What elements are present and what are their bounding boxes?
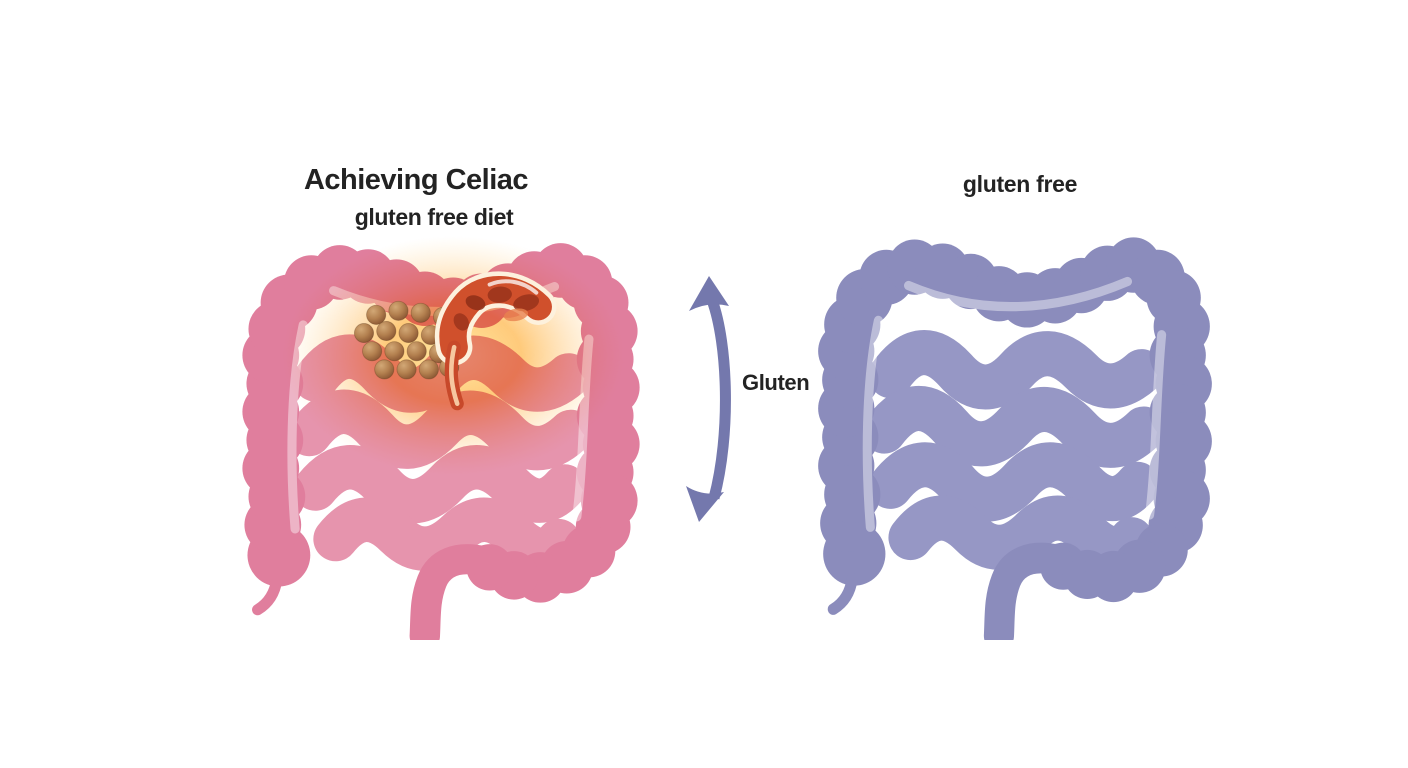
- celiac-title-block: Achieving Celiac gluten free diet: [230, 164, 602, 231]
- healthy-intestine-illustration: [788, 220, 1240, 640]
- gluten-free-title: gluten free: [962, 171, 1078, 197]
- intestine-shape: [818, 237, 1212, 635]
- celiac-intestine-illustration: [212, 226, 668, 640]
- celiac-title: Achieving Celiac: [303, 164, 529, 196]
- celiac-subtitle: gluten free diet: [354, 204, 514, 231]
- gluten-double-arrow-icon: [686, 276, 731, 522]
- gluten-free-title-block: gluten free: [860, 171, 1180, 198]
- inflamed-intestine-segment: [434, 271, 557, 411]
- gluten-arrow-label: Gluten: [742, 370, 810, 395]
